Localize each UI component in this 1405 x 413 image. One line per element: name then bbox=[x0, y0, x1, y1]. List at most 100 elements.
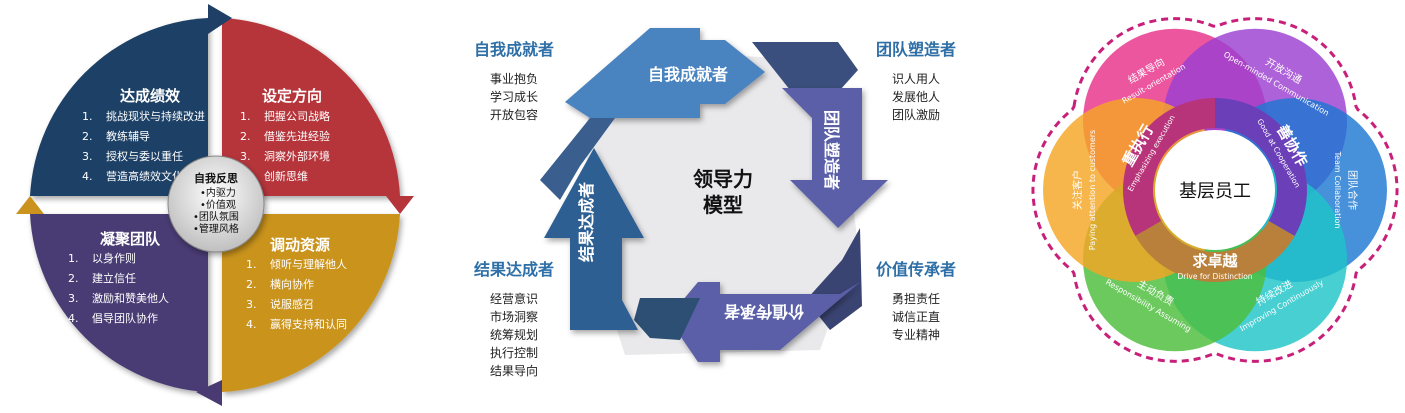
ring-en-2: Drive for Distinction bbox=[1177, 272, 1252, 281]
role-0-item-2: 开放包容 bbox=[490, 107, 538, 122]
role-title-1: 团队塑造者 bbox=[876, 40, 956, 59]
arrowhead-left bbox=[16, 196, 44, 214]
quadrant-0-item-3: 营造高绩效文化 bbox=[106, 169, 183, 183]
quadrant-2-item-0: 以身作则 bbox=[92, 251, 136, 265]
center-label: 基层员工 bbox=[1179, 181, 1251, 202]
arrow-value-inheritor bbox=[668, 282, 860, 362]
quadrant-3-item-1: 横向协作 bbox=[270, 277, 314, 291]
arrow-team-builder bbox=[782, 88, 888, 228]
role-0-item-1: 学习成长 bbox=[490, 89, 538, 104]
quadrant-0-item-0: 挑战现状与持续改进 bbox=[106, 109, 205, 123]
role-1-item-0: 识人用人 bbox=[892, 72, 940, 86]
quadrant-0-number-0: 1. bbox=[82, 110, 93, 123]
petal-cn-2: 团队合作 bbox=[1346, 170, 1359, 210]
role-1-item-1: 发展他人 bbox=[892, 89, 940, 104]
quadrant-0-item-1: 教练辅导 bbox=[106, 129, 150, 143]
quadrant-3-item-2: 说服感召 bbox=[270, 297, 314, 311]
ring-segment-1 bbox=[1215, 98, 1308, 236]
arrowhead-top bbox=[208, 4, 232, 34]
quadrant-title-1: 设定方向 bbox=[262, 87, 322, 105]
model-center-line1: 领导力 bbox=[693, 167, 753, 191]
role-title-3: 价值传承者 bbox=[876, 260, 956, 279]
center-item-2: •团队氛围 bbox=[193, 210, 239, 223]
quadrant-achieve-performance bbox=[30, 18, 208, 196]
quadrant-title-3: 调动资源 bbox=[270, 236, 330, 254]
arrow-fold-left bbox=[540, 118, 615, 200]
arrow-label-top: 自我成就者 bbox=[648, 65, 728, 84]
petal-en-2: Team Collaboration bbox=[1333, 150, 1342, 228]
quadrant-2-item-3: 倡导团队协作 bbox=[92, 311, 158, 325]
dashed-outline bbox=[1031, 17, 1399, 363]
center-backdrop bbox=[585, 52, 858, 355]
center-title: 自我反思 bbox=[194, 171, 238, 185]
quadrant-1-item-0: 把握公司战略 bbox=[264, 109, 330, 123]
quadrant-2-item-1: 建立信任 bbox=[92, 271, 136, 285]
arrowhead-right bbox=[386, 196, 414, 214]
quadrant-1-number-2: 3. bbox=[240, 150, 251, 163]
petal-label-2: 团队合作 Team Collaboration bbox=[1333, 150, 1359, 228]
center-item-3: •管理风格 bbox=[193, 222, 239, 235]
quadrant-2-number-2: 3. bbox=[68, 292, 79, 305]
center-item-1: •价值观 bbox=[200, 198, 236, 211]
quadrant-1-item-3: 创新思维 bbox=[264, 169, 308, 183]
role-3-item-2: 专业精神 bbox=[892, 327, 940, 342]
ring-segment-0 bbox=[1123, 98, 1215, 236]
model-center-line2: 模型 bbox=[703, 193, 743, 217]
petal-cn-5: 关注客户 bbox=[1071, 170, 1084, 210]
quadrant-mobilize-resources bbox=[222, 214, 400, 392]
quadrant-title-0: 达成绩效 bbox=[120, 87, 181, 105]
arrow-label-bottom: 价值传承者 bbox=[724, 302, 804, 321]
role-2-item-3: 执行控制 bbox=[490, 346, 538, 360]
quadrant-2-item-2: 激励和赞美他人 bbox=[92, 291, 169, 305]
arrow-label-left: 结果达成者 bbox=[577, 182, 596, 263]
quadrant-0-item-2: 授权与委以重任 bbox=[106, 149, 183, 163]
arrow-fold-top bbox=[752, 42, 858, 90]
quadrant-3-item-3: 赢得支持和认同 bbox=[270, 317, 347, 331]
petal-en-5: Paying attention to customers bbox=[1088, 130, 1097, 250]
role-title-2: 结果达成者 bbox=[473, 260, 554, 279]
petal-label-5: 关注客户 Paying attention to customers bbox=[1071, 130, 1097, 250]
quadrant-1-number-0: 1. bbox=[240, 110, 251, 123]
quadrant-2-number-1: 2. bbox=[68, 272, 79, 285]
quadrant-1-number-1: 2. bbox=[240, 130, 251, 143]
quadrant-3-number-1: 2. bbox=[246, 278, 257, 291]
quadrant-3-item-0: 倾听与理解他人 bbox=[270, 257, 347, 271]
quadrant-title-2: 凝聚团队 bbox=[100, 230, 161, 248]
self-reflection-circle bbox=[167, 155, 265, 253]
quadrant-0-number-1: 2. bbox=[82, 130, 93, 143]
role-2-item-2: 统筹规划 bbox=[490, 327, 538, 342]
role-3-item-1: 诚信正直 bbox=[892, 310, 940, 324]
quadrant-set-direction bbox=[222, 18, 400, 196]
left-quadrant-diagram: 达成绩效 设定方向 凝聚团队 调动资源 1. 挑战现状与持续改进 2. 教练辅导 3. 授… bbox=[16, 4, 414, 406]
quadrant-3-number-0: 1. bbox=[246, 258, 257, 271]
quadrant-2-number-0: 1. bbox=[68, 252, 79, 265]
role-title-0: 自我成就者 bbox=[474, 40, 554, 59]
role-2-item-0: 经营意识 bbox=[490, 291, 538, 306]
ring-cn-2: 求卓越 bbox=[1192, 252, 1238, 270]
quadrant-1-item-1: 借鉴先进经验 bbox=[264, 129, 330, 143]
arrow-result-achiever bbox=[544, 148, 644, 330]
center-item-0: •内驱力 bbox=[200, 186, 236, 199]
arrow-self-achiever bbox=[565, 28, 765, 118]
arrow-fold-bottom bbox=[634, 298, 700, 340]
quadrant-1-item-2: 洞察外部环境 bbox=[264, 149, 330, 163]
role-2-item-1: 市场洞察 bbox=[490, 309, 538, 324]
middle-leadership-model: 自我成就者 团队塑造者 价值传承者 结果达成者 领导力 模型 自我成就者事业抱负… bbox=[473, 28, 956, 378]
quadrant-3-number-3: 4. bbox=[246, 318, 257, 331]
role-2-item-4: 结果导向 bbox=[490, 363, 538, 378]
center-disc bbox=[1155, 130, 1275, 250]
quadrant-0-number-3: 4. bbox=[82, 170, 93, 183]
quadrant-lists: 1. 挑战现状与持续改进 2. 教练辅导 3. 授权与委以重任 4. 营造高绩效文化 1. 把握公… bbox=[68, 109, 347, 331]
quadrant-0-number-2: 3. bbox=[82, 150, 93, 163]
role-0-item-0: 事业抱负 bbox=[490, 71, 538, 86]
role-3-item-0: 勇担责任 bbox=[892, 292, 940, 306]
arrow-label-right: 团队塑造者 bbox=[822, 110, 841, 190]
quadrant-2-number-3: 4. bbox=[68, 312, 79, 325]
role-1-item-2: 团队激励 bbox=[892, 107, 940, 122]
role-lists: 自我成就者事业抱负学习成长开放包容团队塑造者识人用人发展他人团队激励结果达成者经… bbox=[473, 40, 956, 378]
ring-label-2: 求卓越 Drive for Distinction bbox=[1177, 252, 1252, 281]
arrowhead-bottom bbox=[196, 380, 222, 406]
ring-segment-2 bbox=[1135, 221, 1295, 282]
